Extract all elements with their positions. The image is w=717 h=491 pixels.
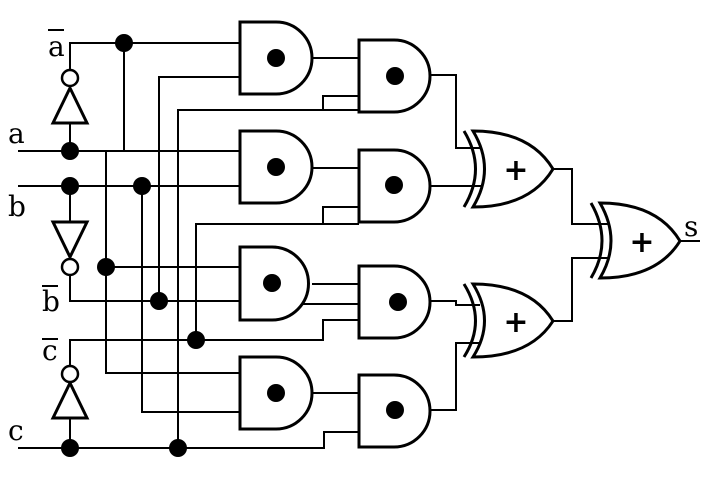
and-dot-icon (386, 67, 404, 85)
label-c-bar: c (42, 334, 58, 367)
xor-symbol: + (503, 305, 528, 340)
label-b-bar: b (42, 285, 60, 318)
inverter-bubble-icon (60, 257, 80, 277)
xor-gate-2: + (462, 282, 555, 359)
inverter-bubble-icon (60, 68, 80, 88)
and-gate-1 (238, 20, 314, 96)
vertical-taps (70, 43, 359, 449)
inverter-b (50, 220, 90, 277)
wire-g5-in2 (322, 95, 359, 110)
inverter-c (50, 364, 90, 420)
wire-b-bar (69, 267, 240, 302)
and-gate-6 (357, 148, 432, 224)
junction-dot-icon (187, 331, 205, 349)
xor-extra-curve (589, 202, 604, 279)
and-dot-icon (267, 158, 285, 176)
wire-g5-to-x1 (430, 74, 484, 149)
and-dot-icon (267, 384, 285, 402)
inverter-a (50, 68, 90, 125)
junction-dot-icon (133, 177, 151, 195)
junction-dot-icon (61, 177, 79, 195)
wire-g7-to-x2 (430, 300, 480, 306)
xor-gate-3: + (589, 201, 682, 280)
and-gate-5 (357, 38, 432, 114)
xor-extra-curve (462, 283, 477, 358)
not-gate-icon (50, 84, 90, 125)
label-output-s: s (684, 210, 698, 243)
wire-c-bar (69, 339, 240, 368)
label-a-bar: a (48, 30, 65, 63)
and-dot-icon (385, 176, 403, 194)
and-gate-2 (238, 129, 314, 205)
tap-c-bar (195, 223, 359, 340)
labels: a a b b c c s (8, 29, 698, 447)
xor-gate-1: + (462, 129, 555, 209)
label-c: c (8, 414, 24, 447)
tap-b (141, 186, 240, 413)
tap-c (177, 109, 359, 448)
xor-wiring (430, 74, 700, 411)
label-a: a (8, 117, 25, 150)
junction-dot-icon (169, 439, 187, 457)
junction-dot-icon (150, 292, 168, 310)
stage2-wiring (240, 57, 359, 394)
input-rails (18, 42, 240, 449)
and-gate-3 (238, 245, 310, 322)
xor-gate-icon (597, 201, 682, 280)
xor-symbol: + (503, 153, 528, 188)
and-dot-icon (263, 274, 281, 292)
wire-g6-in2 (322, 206, 359, 224)
not-gate-icon (50, 379, 90, 420)
wire-x1-to-x3 (553, 168, 609, 225)
inverter-bubble-icon (60, 364, 80, 384)
xor-symbol: + (629, 225, 654, 260)
and-gate-4 (238, 355, 314, 431)
wire-g7-in2 (240, 319, 359, 341)
and-dot-icon (267, 49, 285, 67)
and-gate-7 (357, 264, 432, 340)
junction-dot-icon (97, 258, 115, 276)
xor-gate-icon (470, 282, 555, 359)
wire-x2-to-x3 (553, 257, 609, 322)
and-dot-icon (386, 401, 404, 419)
junctions (61, 34, 205, 457)
label-b: b (8, 190, 26, 223)
and-gate-8 (357, 373, 432, 449)
xor-extra-curve (462, 130, 477, 208)
junction-dot-icon (61, 439, 79, 457)
and-dot-icon (389, 293, 407, 311)
not-gate-icon (50, 220, 90, 261)
junction-dot-icon (61, 142, 79, 160)
tap-b-bar (158, 76, 240, 301)
wire-a-bar (69, 42, 240, 78)
xor-gate-icon (470, 129, 555, 209)
tap-a-bar (123, 43, 240, 152)
tap-c-to-gate8 (240, 431, 359, 449)
junction-dot-icon (115, 34, 133, 52)
